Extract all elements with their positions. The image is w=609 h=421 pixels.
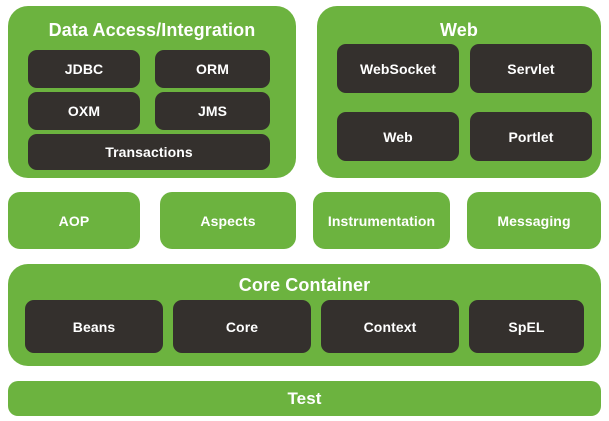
group-core-container-title: Core Container — [238, 275, 371, 295]
module-spel: SpEL — [469, 300, 584, 353]
module-spel-label: SpEL — [508, 318, 545, 335]
module-aop: AOP — [8, 192, 140, 249]
module-aop-label: AOP — [58, 212, 90, 229]
module-instrumentation-label: Instrumentation — [327, 212, 436, 229]
module-context-label: Context — [363, 318, 417, 335]
module-websocket-label: WebSocket — [359, 60, 437, 77]
module-jdbc: JDBC — [28, 50, 140, 88]
module-servlet-label: Servlet — [507, 60, 555, 77]
module-context: Context — [321, 300, 459, 353]
module-websocket: WebSocket — [337, 44, 459, 93]
module-beans: Beans — [25, 300, 163, 353]
module-jdbc-label: JDBC — [64, 61, 104, 77]
module-core-label: Core — [225, 318, 259, 335]
module-web-label: Web — [383, 128, 413, 145]
module-test-label: Test — [287, 388, 322, 408]
module-core: Core — [173, 300, 311, 353]
module-messaging-label: Messaging — [497, 212, 571, 229]
module-oxm: OXM — [28, 92, 140, 130]
module-transactions-label: Transactions — [105, 144, 193, 160]
module-jms-label: JMS — [197, 103, 228, 119]
module-aspects: Aspects — [160, 192, 296, 249]
module-web: Web — [337, 112, 459, 161]
module-instrumentation: Instrumentation — [313, 192, 450, 249]
module-oxm-label: OXM — [67, 103, 101, 119]
module-transactions: Transactions — [28, 134, 270, 170]
module-portlet: Portlet — [470, 112, 592, 161]
group-data-access-integration-title: Data Access/Integration — [48, 20, 256, 40]
group-web-title: Web — [440, 20, 478, 40]
module-servlet: Servlet — [470, 44, 592, 93]
module-test: Test — [8, 381, 601, 416]
module-orm-label: ORM — [196, 61, 229, 77]
module-aspects-label: Aspects — [200, 212, 256, 229]
module-orm: ORM — [155, 50, 270, 88]
module-messaging: Messaging — [467, 192, 601, 249]
module-beans-label: Beans — [72, 318, 116, 335]
module-portlet-label: Portlet — [508, 128, 554, 145]
module-jms: JMS — [155, 92, 270, 130]
